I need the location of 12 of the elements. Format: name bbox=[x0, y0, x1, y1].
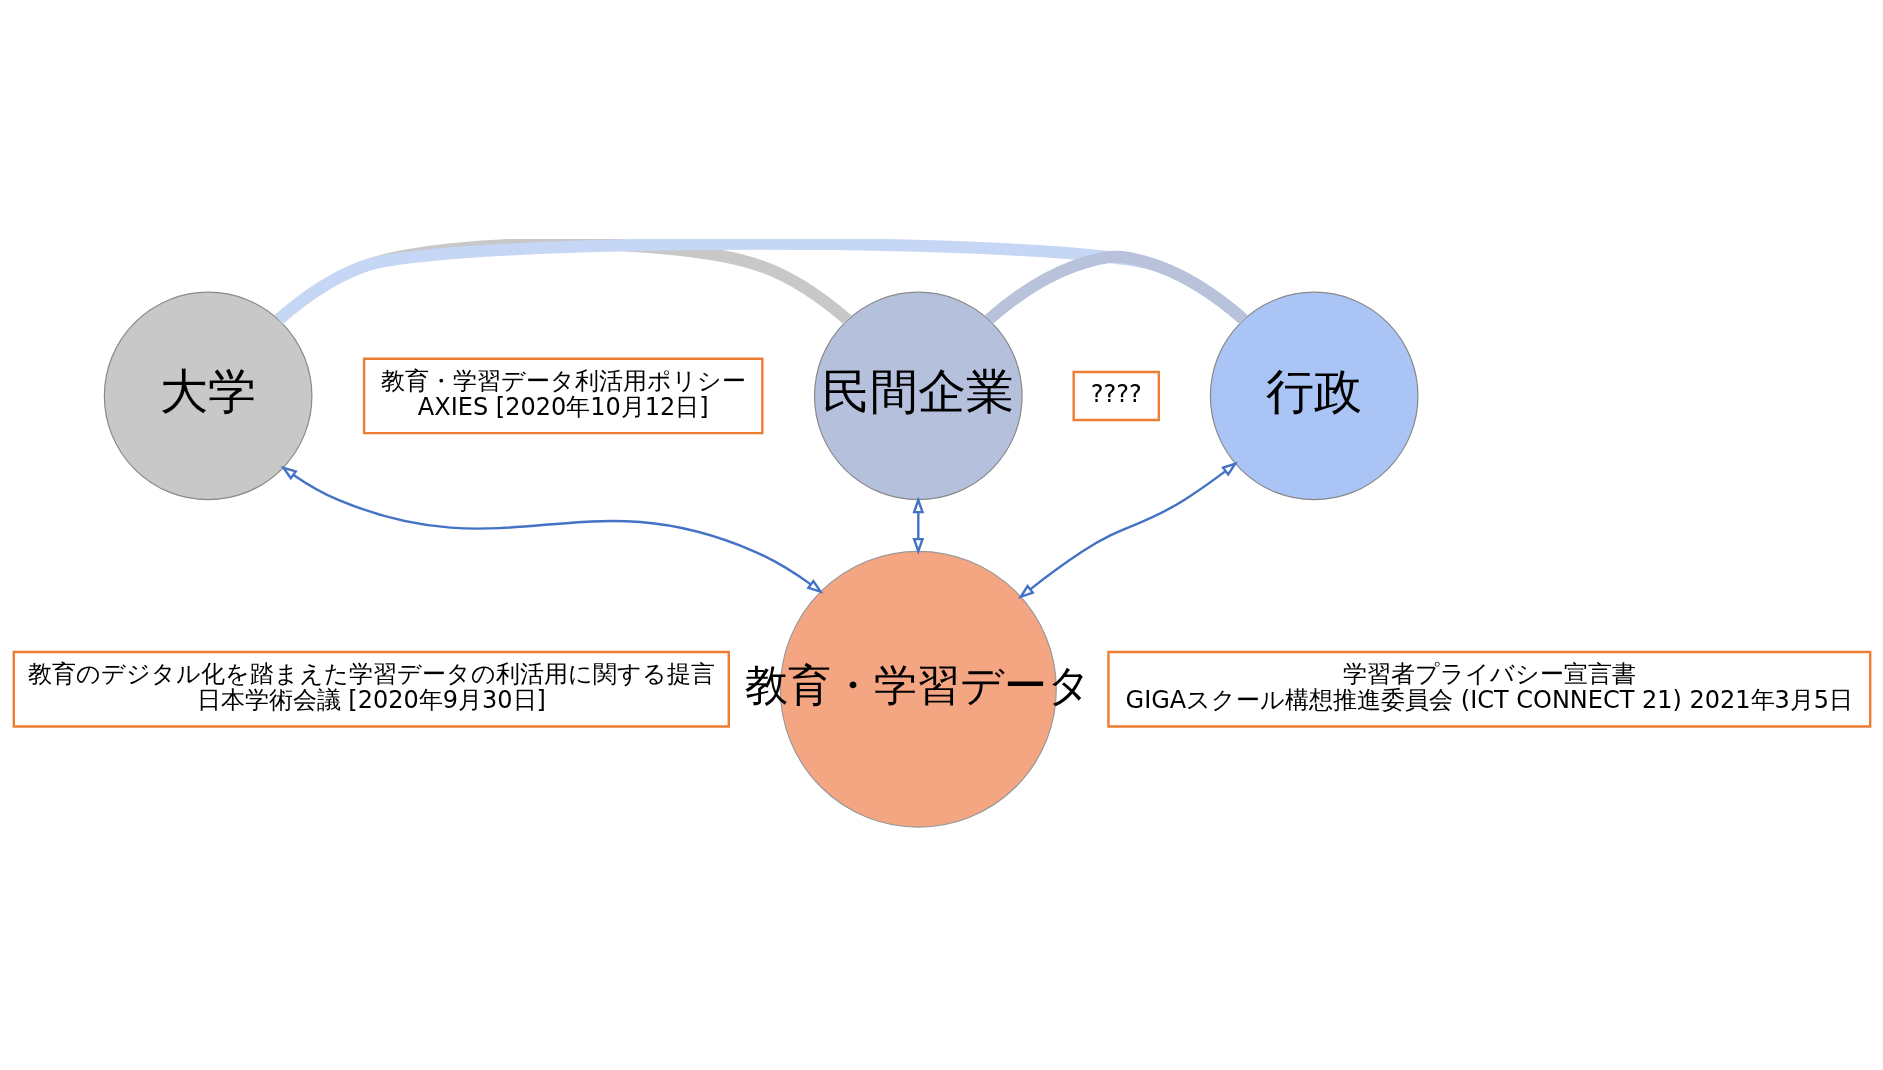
node-circle: 民間企業 bbox=[813, 291, 1023, 500]
arrow bbox=[280, 465, 823, 594]
node-box: 学習者プライバシー宣言書 GIGAスクール構想推進委員会 (ICT CONNECT 21) 2021年3月5日 bbox=[1106, 650, 1871, 728]
node-circle: 行政 bbox=[1209, 291, 1419, 500]
node-box: 教育・学習データ利活用ポリシー AXIES [2020年10月12日] bbox=[362, 357, 764, 434]
node-circle: 大学 bbox=[103, 291, 312, 500]
node-box: 教育のデジタル化を踏まえた学習データの利活用に関する提言 日本学術会議 [2020年9月30日] bbox=[12, 650, 730, 728]
node-box: ???? bbox=[1071, 370, 1160, 421]
connector bbox=[984, 250, 1247, 324]
arrow bbox=[911, 495, 924, 555]
arrow bbox=[1017, 461, 1238, 599]
node-label: 教育・学習データ bbox=[744, 659, 1091, 710]
